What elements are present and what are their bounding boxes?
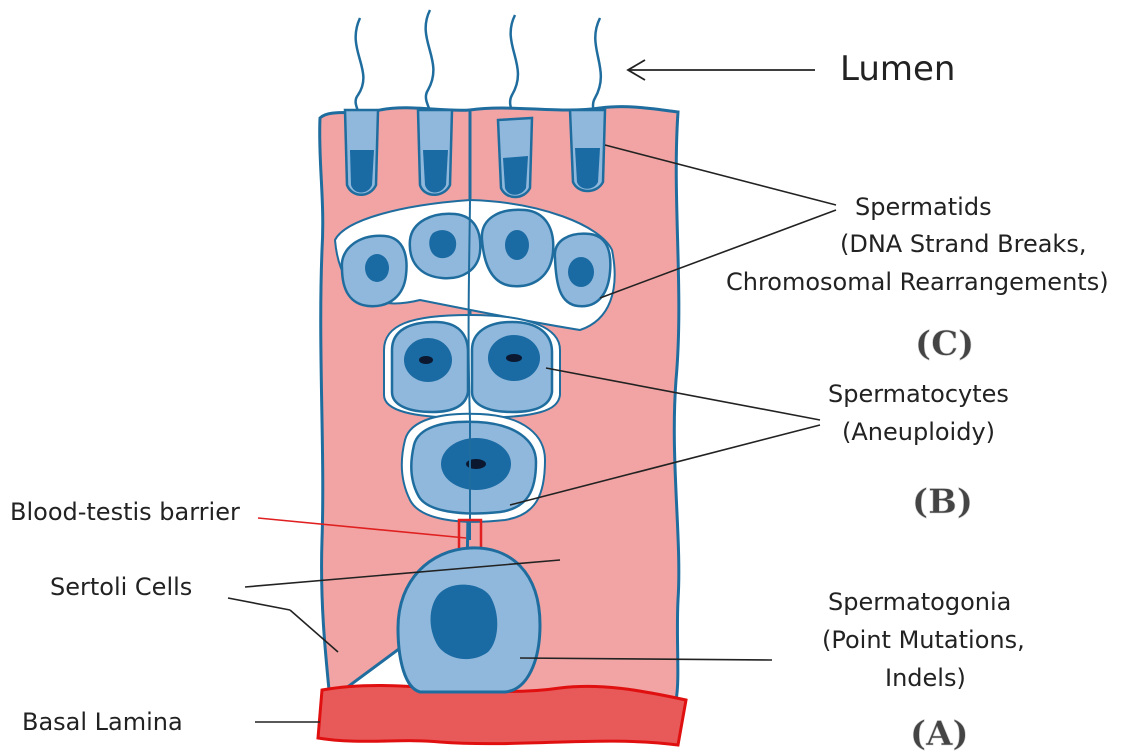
spermatids-detail-1: (DNA Strand Breaks, (840, 230, 1086, 258)
stage-b-label: (B) (912, 482, 973, 522)
spermatocytes-detail: (Aneuploidy) (842, 418, 995, 446)
lumen-arrow (628, 60, 815, 80)
spermatocyte-single (411, 422, 536, 514)
stage-a-label: (A) (910, 714, 969, 751)
spermatogonia-detail-2: Indels) (885, 664, 966, 692)
stage-c-label: (C) (915, 324, 974, 364)
basal-lamina-label: Basal Lamina (22, 708, 183, 736)
sertoli-cells-label: Sertoli Cells (50, 573, 192, 601)
spermatogonium (398, 548, 540, 692)
spermatocytes-label: Spermatocytes (828, 380, 1009, 408)
blood-testis-barrier-label: Blood-testis barrier (10, 498, 240, 526)
lumen-label: Lumen (840, 49, 955, 89)
basal-lamina (318, 685, 686, 745)
spermatogonia-detail-1: (Point Mutations, (822, 626, 1025, 654)
spermatids-label: Spermatids (855, 193, 992, 221)
spermatogonia-label: Spermatogonia (828, 588, 1011, 616)
spermatids-detail-2: Chromosomal Rearrangements) (726, 268, 1109, 296)
